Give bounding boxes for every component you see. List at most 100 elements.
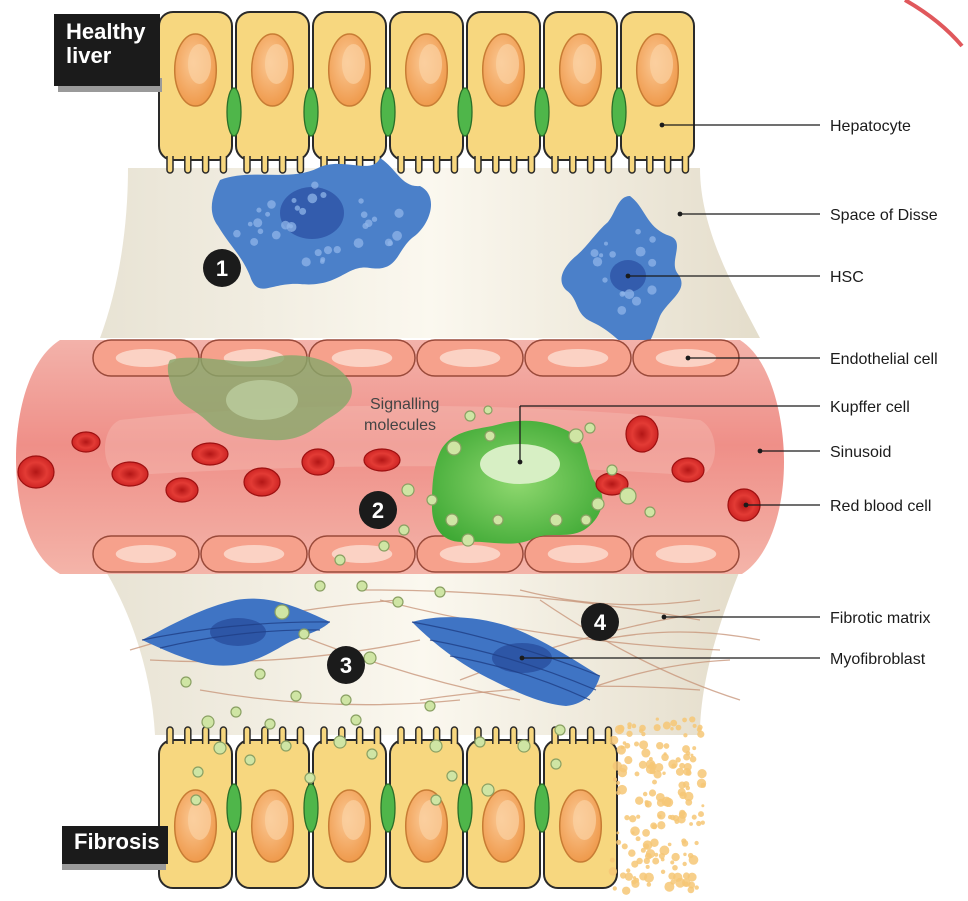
microvillus xyxy=(451,727,457,744)
lipid-droplet xyxy=(250,238,258,246)
bile-canaliculus xyxy=(535,784,549,832)
speckle xyxy=(658,815,662,819)
speckle xyxy=(661,754,669,762)
microvillus xyxy=(297,727,303,744)
signalling-molecule xyxy=(299,629,309,639)
speckle xyxy=(701,783,706,788)
speckle xyxy=(668,843,672,847)
label-fibrotic-matrix: Fibrotic matrix xyxy=(830,610,930,627)
speckle xyxy=(664,882,674,892)
red-blood-cell xyxy=(672,458,704,482)
speckle xyxy=(683,781,689,787)
signalling-molecule xyxy=(484,406,492,414)
speckle xyxy=(644,873,654,883)
speckle xyxy=(631,880,639,888)
signalling-molecule xyxy=(202,716,214,728)
lipid-droplet xyxy=(392,231,402,241)
signalling-molecule xyxy=(341,695,351,705)
speckle xyxy=(646,865,650,869)
red-blood-cell xyxy=(192,443,228,465)
signalling-molecule xyxy=(191,795,201,805)
speckle xyxy=(676,768,684,776)
lipid-droplet xyxy=(647,285,656,294)
signalling-molecule xyxy=(555,725,565,735)
speckle xyxy=(670,815,676,821)
microvillus xyxy=(262,156,268,173)
speckle xyxy=(661,870,665,874)
signalling-molecule xyxy=(447,441,461,455)
lipid-droplet xyxy=(602,277,607,282)
speckle xyxy=(650,822,657,829)
lipid-droplet xyxy=(648,259,656,267)
healthy-liver-tag: Healthy liver xyxy=(54,14,160,86)
microvillus xyxy=(220,727,226,744)
speckle xyxy=(656,717,659,720)
red-blood-cell xyxy=(166,478,198,502)
lipid-droplet xyxy=(320,259,325,264)
speckle xyxy=(697,769,706,778)
red-blood-cell xyxy=(626,416,658,452)
label-space-of-disse: Space of Disse xyxy=(830,207,938,224)
label-hepatocyte: Hepatocyte xyxy=(830,118,911,135)
speckle xyxy=(622,887,630,895)
signalling-molecule xyxy=(231,707,241,717)
microvillus xyxy=(528,156,534,173)
microvillus xyxy=(398,156,404,173)
healthy-tag-line1: Healthy xyxy=(66,20,150,44)
lipid-droplet xyxy=(394,209,403,218)
signalling-molecule xyxy=(315,581,325,591)
lipid-droplet xyxy=(334,246,341,253)
signalling-molecule xyxy=(447,771,457,781)
speckle xyxy=(615,725,624,734)
speckle xyxy=(654,853,658,857)
lipid-droplet xyxy=(591,249,599,257)
speckle xyxy=(629,815,636,822)
microvillus xyxy=(434,156,440,173)
speckle xyxy=(618,768,627,777)
lipid-droplet xyxy=(292,198,297,203)
step-marker-3: 3 xyxy=(327,646,365,684)
speckle xyxy=(682,745,690,753)
lipid-droplet xyxy=(617,306,626,315)
speckle xyxy=(670,860,674,864)
speckle xyxy=(632,724,637,729)
hepatocyte-nucleus-highlight xyxy=(265,44,288,84)
hepatocyte-row-bottom xyxy=(159,727,617,888)
signalling-label-line2: molecules xyxy=(364,417,436,434)
callout-space-of-disse: Space of Disse xyxy=(678,207,938,224)
hepatocyte-nucleus-highlight xyxy=(573,800,596,840)
signalling-molecule xyxy=(379,541,389,551)
speckle xyxy=(639,761,647,769)
speckle xyxy=(654,724,661,731)
lipid-droplet xyxy=(265,212,270,217)
lipid-droplet xyxy=(315,249,322,256)
signalling-molecule xyxy=(645,507,655,517)
signalling-molecule xyxy=(291,691,301,701)
speckle xyxy=(622,843,628,849)
microvillus xyxy=(647,156,653,173)
speckle xyxy=(664,743,670,749)
speckle xyxy=(672,865,678,871)
hepatocyte-nucleus-highlight xyxy=(342,800,365,840)
hepatocyte-nucleus-highlight xyxy=(188,44,211,84)
microvillus xyxy=(588,156,594,173)
signalling-molecule xyxy=(446,514,458,526)
speckle xyxy=(673,873,682,882)
speckle xyxy=(652,780,657,785)
bile-canaliculus xyxy=(458,784,472,832)
speckle xyxy=(641,749,650,758)
label-kupffer-cell: Kupffer cell xyxy=(830,399,910,416)
speckle xyxy=(697,731,704,738)
lipid-droplet xyxy=(365,219,373,227)
step-marker-1: 1 xyxy=(203,249,241,287)
speckle xyxy=(683,733,687,737)
microvillus xyxy=(475,156,481,173)
speckle xyxy=(628,849,635,856)
endothelial-nucleus xyxy=(440,349,500,367)
bile-canaliculus xyxy=(381,88,395,136)
microvillus xyxy=(244,156,250,173)
microvillus xyxy=(416,727,422,744)
signalling-molecule xyxy=(585,423,595,433)
signalling-molecule xyxy=(462,534,474,546)
